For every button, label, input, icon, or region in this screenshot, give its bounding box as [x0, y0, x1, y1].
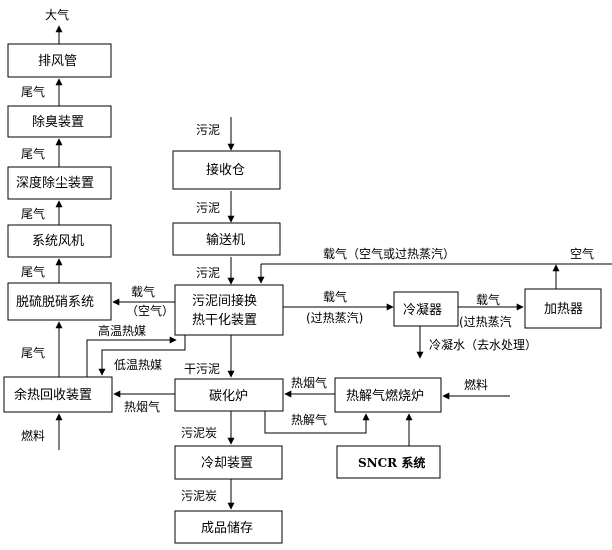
heater-node: 加热器 — [524, 288, 602, 329]
heat-recovery-node: 余热回收装置 — [3, 376, 113, 413]
low-temp-oil-line — [98, 335, 186, 376]
fuel-label-right: 燃料 — [464, 377, 488, 392]
tail-gas-label-2: 尾气 — [21, 146, 45, 161]
sludge-char-label-2: 污泥炭 — [181, 489, 217, 503]
fan-node: 系统风机 — [7, 224, 112, 258]
dryer-label-line1: 污泥间接换 — [192, 293, 257, 309]
pyrolysis-gas-label: 热解气 — [291, 412, 327, 427]
conveyor-label: 输送机 — [206, 232, 245, 248]
receiving-bin-node: 接收仓 — [172, 150, 281, 190]
carbonizer-node: 碳化炉 — [174, 378, 284, 412]
air-label-right: 空气 — [570, 246, 594, 261]
deep-dust-label: 深度除尘装置 — [16, 175, 94, 191]
sludge-char-label-1: 污泥炭 — [181, 426, 217, 440]
cooler-label: 冷却装置 — [201, 456, 253, 471]
pyro-burner-label: 热解气燃烧炉 — [346, 388, 424, 404]
carbonizer-label: 碳化炉 — [209, 389, 248, 404]
conveyor-node: 输送机 — [172, 222, 281, 256]
dryer-node: 污泥间接换 热干化装置 — [174, 284, 284, 336]
tail-gas-label-3: 尾气 — [21, 206, 45, 221]
receiving-bin-label: 接收仓 — [206, 162, 245, 178]
atmosphere-label: 大气 — [45, 7, 69, 22]
superheated-steam-label-2: (过热蒸汽 — [459, 314, 512, 329]
deep-dust-node: 深度除尘装置 — [7, 166, 112, 200]
desulf-label: 脱硫脱硝系统 — [16, 295, 94, 310]
carrier-air-label: （空气） — [126, 303, 174, 318]
sncr-label: SNCR 系统 — [358, 455, 425, 470]
pyrolysis-gas-line — [264, 411, 370, 434]
hot-flue-gas-label-left: 热烟气 — [124, 399, 160, 414]
deodorizer-label: 除臭装置 — [32, 115, 84, 130]
carrier-gas-label-mid: 载气 — [323, 289, 347, 304]
pyro-burner-node: 热解气燃烧炉 — [334, 377, 442, 413]
dry-sludge-label: 干污泥 — [184, 362, 220, 376]
heater-label: 加热器 — [544, 302, 583, 317]
condenser-label: 冷凝器 — [403, 302, 442, 318]
tail-gas-label-5: 尾气 — [21, 345, 45, 360]
fan-label: 系统风机 — [32, 234, 84, 249]
fuel-label-left: 燃料 — [21, 428, 45, 443]
carrier-gas-top-label: 载气（空气或过热蒸汽） — [323, 246, 455, 261]
carrier-gas-label-right: 载气 — [476, 292, 500, 307]
dryer-label-line2: 热干化装置 — [192, 313, 257, 328]
exhaust-pipe-label: 排风管 — [38, 54, 77, 69]
sludge-label-3: 污泥 — [196, 266, 220, 280]
condenser-node: 冷凝器 — [393, 291, 459, 327]
heat-recovery-label: 余热回收装置 — [14, 387, 92, 403]
hot-flue-gas-label-right: 热烟气 — [291, 375, 327, 390]
deodorizer-node: 除臭装置 — [7, 105, 112, 138]
tail-gas-label-4: 尾气 — [21, 264, 45, 279]
high-temp-oil-line — [86, 339, 175, 377]
condensate-label: 冷凝水（去水处理） — [429, 337, 537, 352]
sncr-node: SNCR 系统 — [336, 445, 441, 479]
storage-label: 成品储存 — [201, 521, 253, 536]
sludge-label-2: 污泥 — [196, 201, 220, 215]
carrier-gas-label-left: 载气 — [131, 284, 155, 299]
desulf-node: 脱硫脱硝系统 — [7, 282, 112, 321]
superheated-steam-label-1: (过热蒸汽) — [306, 310, 363, 325]
exhaust-pipe-node: 排风管 — [7, 43, 112, 78]
storage-node: 成品储存 — [174, 510, 283, 544]
low-temp-oil-label: 低温热媒 — [114, 358, 162, 372]
sludge-label-1: 污泥 — [196, 123, 220, 137]
cooler-node: 冷却装置 — [174, 445, 283, 480]
high-temp-oil-label: 高温热媒 — [98, 323, 146, 338]
tail-gas-label-1: 尾气 — [21, 84, 45, 99]
